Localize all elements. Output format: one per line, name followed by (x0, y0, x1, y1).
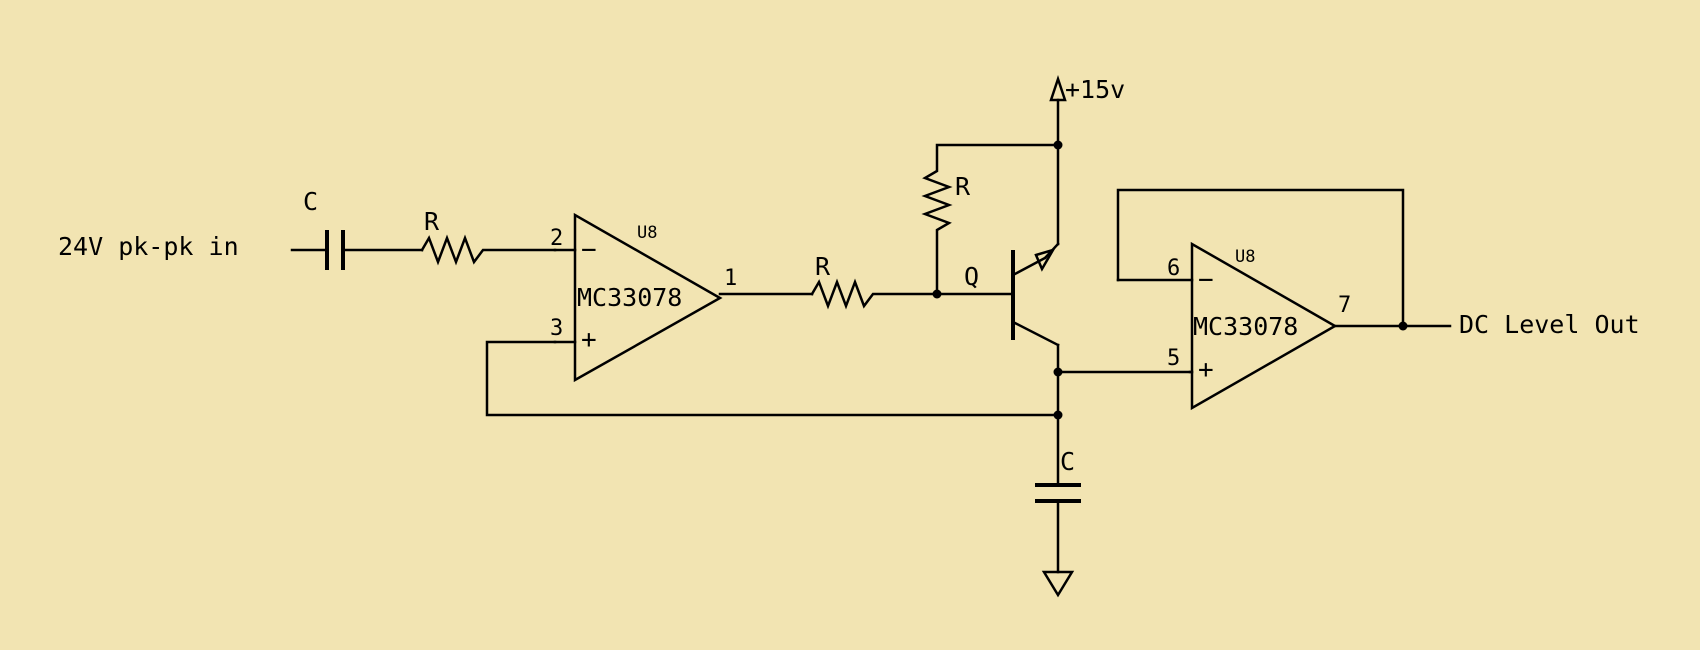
supply-rail (1049, 75, 1067, 246)
opamp-1 (553, 212, 723, 383)
opamp-2-ref: U8 (1235, 247, 1255, 267)
input-label: 24V pk-pk in (58, 232, 239, 261)
input-resistor-label: R (424, 207, 440, 236)
output-capacitor-label: C (1060, 447, 1075, 476)
opamp-2-plus: + (1198, 355, 1214, 385)
opamp-1-ref: U8 (637, 223, 657, 243)
base-resistor (718, 278, 939, 310)
pullup-resistor (921, 143, 1060, 296)
output-junction (1398, 321, 1408, 331)
opamp-2-pin-minus: 6 (1167, 256, 1180, 281)
opamp-2-part: MC33078 (1193, 312, 1298, 341)
output-label: DC Level Out (1459, 310, 1640, 339)
opamp-1-part: MC33078 (577, 283, 682, 312)
feedback-wire (485, 340, 1060, 417)
opamp-1-pin-out: 1 (724, 266, 737, 291)
opamp-1-plus: + (581, 325, 597, 355)
opamp-1-pin-plus: 3 (550, 316, 563, 341)
input-capacitor-label: C (303, 187, 318, 216)
opamp-2-minus: − (1198, 265, 1214, 295)
pullup-resistor-label: R (955, 172, 971, 201)
transistor-q (935, 242, 1060, 374)
opamp-2-pin-plus: 5 (1167, 346, 1180, 371)
opamp-1-pin-minus: 2 (550, 226, 563, 251)
opamp-2 (1116, 241, 1338, 411)
supply-label: +15v (1065, 75, 1125, 104)
output-capacitor (1035, 413, 1081, 574)
input-capacitor (290, 230, 424, 270)
supply-junction (1053, 140, 1063, 150)
opamp-1-minus: − (581, 235, 597, 265)
base-resistor-label: R (815, 252, 831, 281)
ground-icon (1041, 570, 1075, 598)
transistor-label: Q (964, 262, 979, 291)
input-resistor (420, 234, 557, 266)
opamp-2-pin-out: 7 (1338, 293, 1351, 318)
opamp-2-feedback-wire (1116, 188, 1405, 328)
